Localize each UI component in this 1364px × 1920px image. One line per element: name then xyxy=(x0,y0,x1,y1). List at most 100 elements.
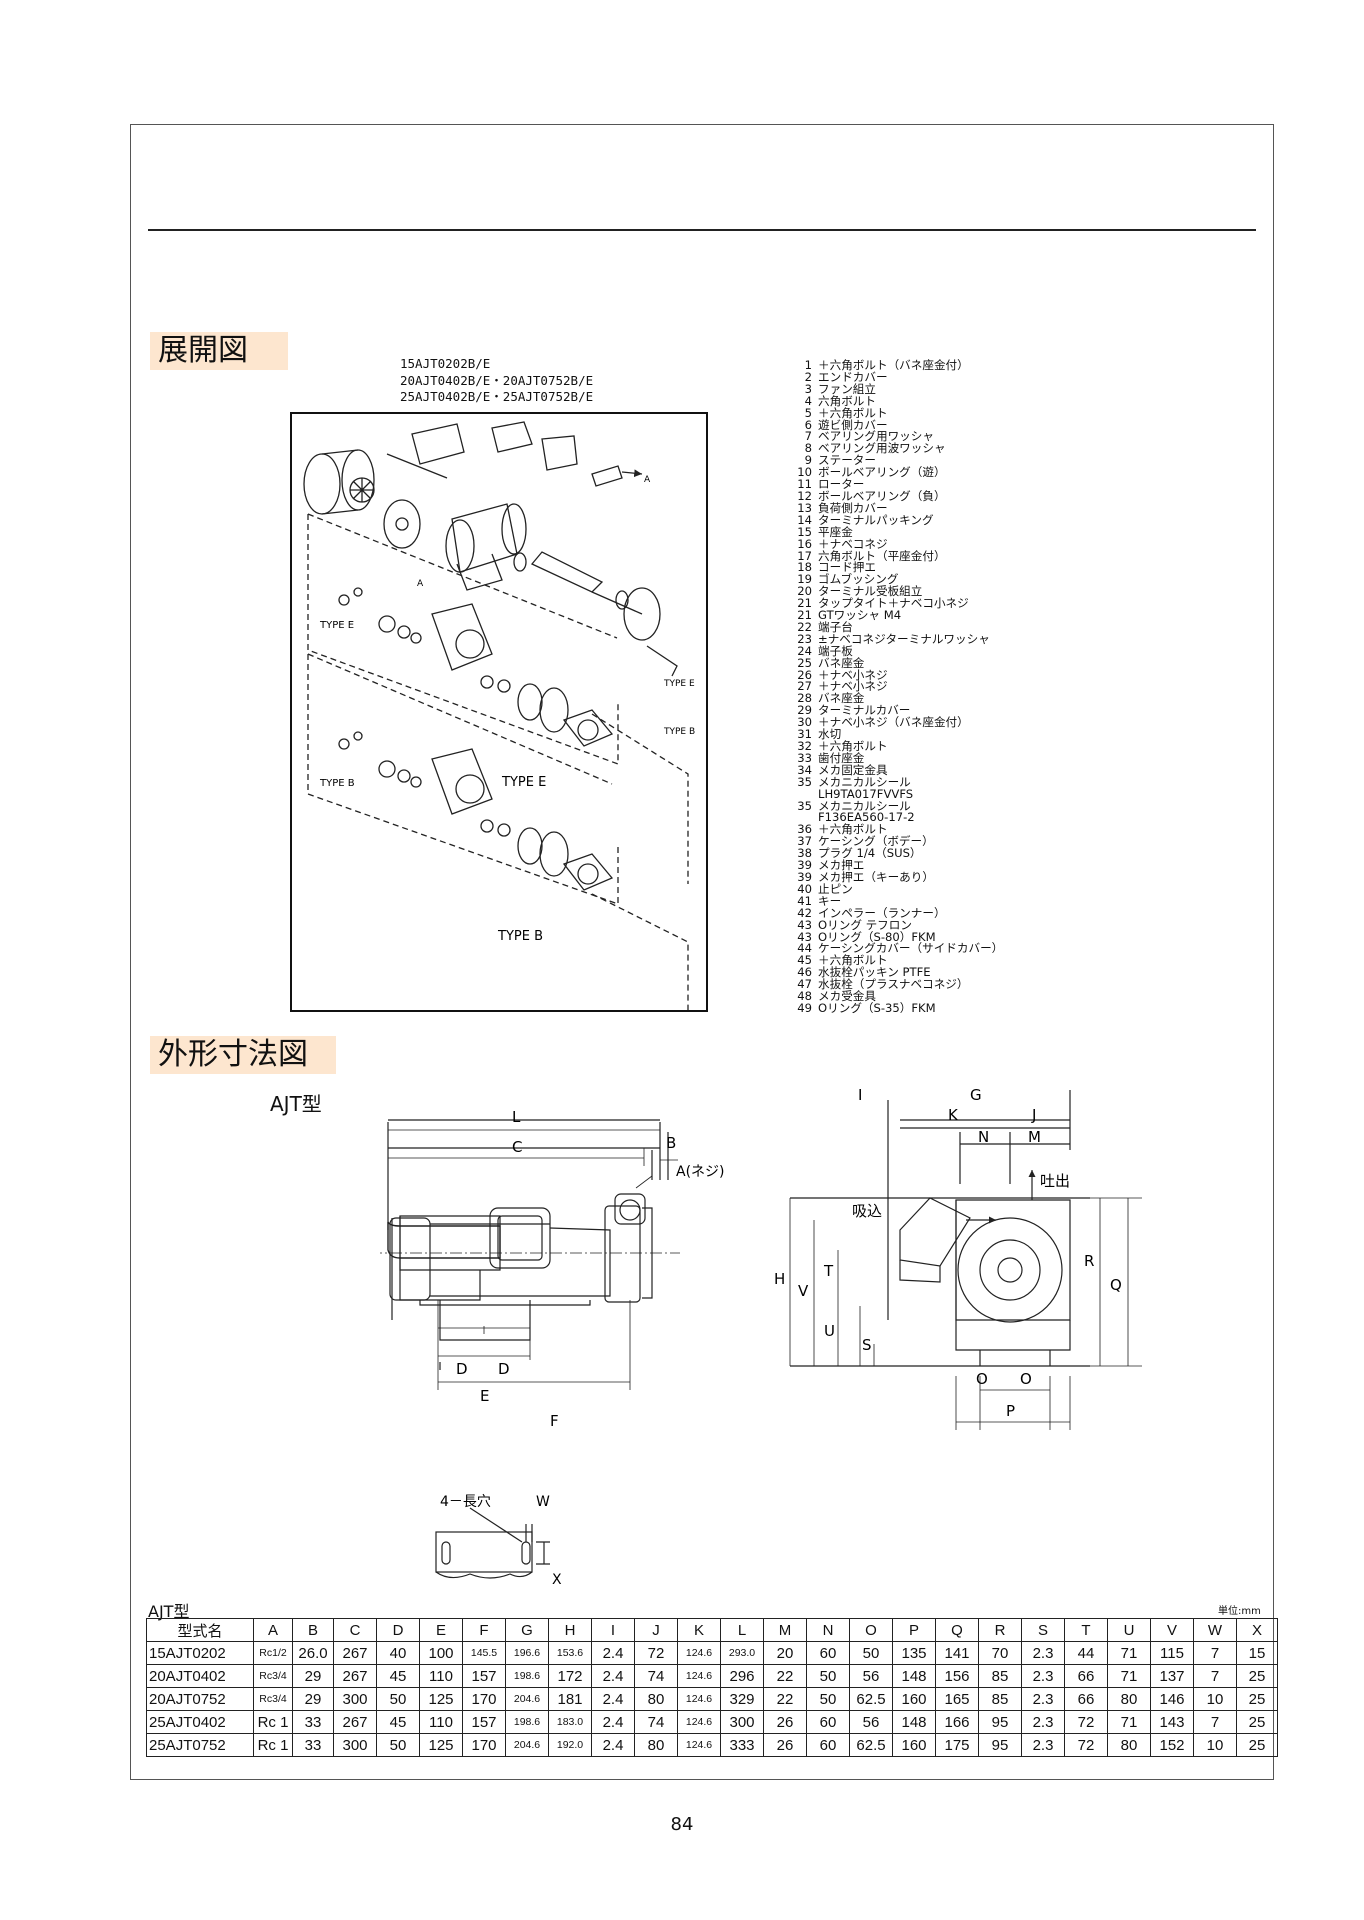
part-name: メカニカルシール xyxy=(818,798,911,813)
table-cell: 2.4 xyxy=(591,1710,635,1734)
table-header-cell: Q xyxy=(935,1618,979,1642)
part-number: 3 xyxy=(804,381,812,396)
part-name: 端子板 xyxy=(818,643,853,658)
table-cell: 26.0 xyxy=(292,1641,334,1665)
table-header-cell: G xyxy=(505,1618,549,1642)
dim-i-label: I xyxy=(858,1086,862,1104)
exploded-view-svg: TYPE E TYPE B TYPE E TYPE B TYPE E TYPE … xyxy=(303,421,695,1014)
table-cell: 62.5 xyxy=(849,1733,893,1757)
dim-o-label-2: O xyxy=(1020,1370,1032,1388)
part-name: 六角ボルト xyxy=(818,393,876,408)
exploded-model-list: 15AJT0202B/E 20AJT0402B/E・20AJT0752B/E 2… xyxy=(400,356,593,406)
table-cell: 25 xyxy=(1236,1664,1278,1688)
table-cell: 196.6 xyxy=(505,1641,549,1665)
parts-list-item: 16＋ナベコネジ xyxy=(790,538,1003,551)
table-cell: 300 xyxy=(720,1710,764,1734)
table-header-cell: W xyxy=(1193,1618,1237,1642)
parts-list-item: F136EA560-17-2 xyxy=(790,811,1003,824)
table-cell: 192.0 xyxy=(548,1733,592,1757)
table-cell: 60 xyxy=(806,1710,850,1734)
part-name: 端子台 xyxy=(818,619,853,634)
part-number: 34 xyxy=(797,762,812,777)
dim-q-label: Q xyxy=(1110,1276,1122,1294)
foot-view-svg: 4－長穴 W X xyxy=(435,1494,562,1588)
side-view-drawing: L C B A(ネジ) D D E F xyxy=(370,1100,750,1474)
part-name: エンドカバー xyxy=(818,369,888,384)
table-cell: 95 xyxy=(978,1733,1022,1757)
part-number: 40 xyxy=(797,881,812,896)
table-cell: 20 xyxy=(763,1641,807,1665)
type-e-side-label: TYPE E xyxy=(319,620,354,631)
part-name: 水切 xyxy=(818,727,842,742)
dim-v-label: V xyxy=(798,1282,809,1300)
part-name: 遊ビ側カバー xyxy=(818,417,888,432)
part-name: ＋六角ボルト xyxy=(818,405,888,420)
part-number: 49 xyxy=(797,1000,812,1015)
table-header-cell: V xyxy=(1150,1618,1194,1642)
table-cell: 74 xyxy=(634,1710,678,1734)
part-number: 39 xyxy=(797,858,812,873)
table-cell: 7 xyxy=(1193,1641,1237,1665)
table-cell: 137 xyxy=(1150,1664,1194,1688)
dim-p-label: P xyxy=(1006,1402,1015,1420)
dim-x-label: X xyxy=(552,1572,562,1588)
dim-c-label: C xyxy=(512,1138,522,1156)
table-header-cell: A xyxy=(253,1618,293,1642)
part-name: Oリング テフロン xyxy=(818,917,912,932)
dim-r-label: R xyxy=(1084,1252,1094,1270)
table-header-cell: S xyxy=(1021,1618,1065,1642)
part-number: 2 xyxy=(804,369,812,384)
part-name: ケーシング（ボデー） xyxy=(818,834,934,849)
part-number: 27 xyxy=(797,679,812,694)
dim-t-label: T xyxy=(823,1262,834,1280)
table-header-cell: 型式名 xyxy=(146,1618,254,1642)
part-number: 37 xyxy=(797,834,812,849)
part-number: 35 xyxy=(797,774,812,789)
table-cell: 165 xyxy=(935,1687,979,1711)
parts-list-item: 37 ケーシング（ボデー） xyxy=(790,834,1003,849)
dim-s-label: S xyxy=(862,1336,872,1354)
part-name: ローター xyxy=(818,477,865,492)
table-header-cell: H xyxy=(548,1618,592,1642)
type-b-right-label: TYPE B xyxy=(663,727,695,737)
table-cell: 20AJT0402 xyxy=(146,1664,254,1688)
type-e-label: TYPE E xyxy=(501,775,546,790)
table-cell: 125 xyxy=(419,1733,463,1757)
dim-j-label: J xyxy=(1031,1106,1036,1124)
part-name: Oリング（S-35）FKM xyxy=(818,1000,936,1015)
slot-label: 4－長穴 xyxy=(440,1494,491,1510)
table-cell: 72 xyxy=(1064,1710,1108,1734)
part-number: 32 xyxy=(797,739,812,753)
table-header-cell: X xyxy=(1236,1618,1278,1642)
table-cell: 2.3 xyxy=(1021,1664,1065,1688)
part-number: 15 xyxy=(797,524,812,539)
table-cell: 15AJT0202 xyxy=(146,1641,254,1665)
parts-list-item: 36＋六角ボルト xyxy=(790,823,1003,836)
model-line: 20AJT0402B/E・20AJT0752B/E xyxy=(400,372,594,388)
table-cell: 33 xyxy=(292,1710,334,1734)
table-cell: 204.6 xyxy=(505,1687,549,1711)
table-header-cell: O xyxy=(849,1618,893,1642)
part-name: バネ座金 xyxy=(818,691,865,706)
part-name: コード押エ xyxy=(818,560,876,575)
front-view-svg: I G K J N M 吸込 吐出 H V T U S R Q O O P xyxy=(774,1086,1142,1436)
table-cell: Rc1/2 xyxy=(253,1641,293,1665)
dim-d-label-1: D xyxy=(456,1360,468,1378)
table-cell: 333 xyxy=(720,1733,764,1757)
table-cell: 56 xyxy=(849,1710,893,1734)
table-header-cell: K xyxy=(677,1618,721,1642)
table-cell: 124.6 xyxy=(677,1687,721,1711)
table-cell: 25 xyxy=(1236,1687,1278,1711)
table-cell: 198.6 xyxy=(505,1710,549,1734)
